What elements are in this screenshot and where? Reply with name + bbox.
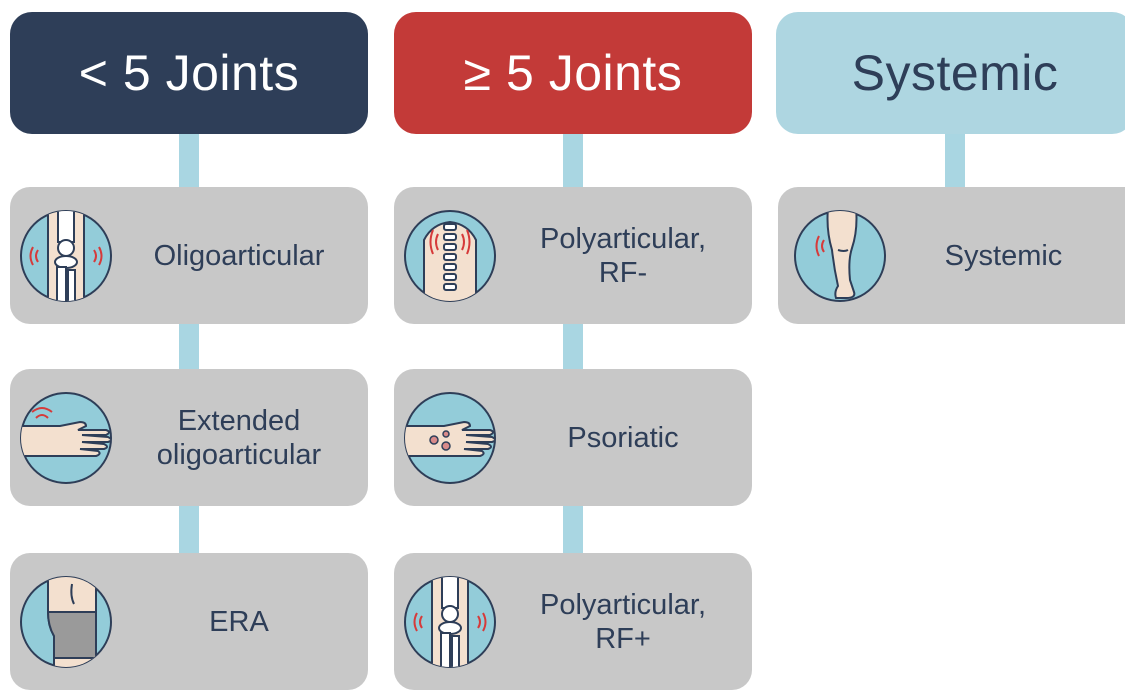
connector-col2-2: [563, 320, 583, 372]
knee-joint-icon: [20, 210, 112, 302]
connector-col1-3: [179, 502, 199, 558]
leg-icon: [794, 210, 886, 302]
hand-icon: [20, 392, 112, 484]
card-oligoarticular: Oligoarticular: [10, 187, 368, 324]
card-systemic: Systemic: [778, 187, 1125, 324]
header-systemic: Systemic: [776, 12, 1125, 134]
card-psoriatic: Psoriatic: [394, 369, 752, 506]
card-era: ERA: [10, 553, 368, 690]
card-label: Polyarticular,RF-: [502, 187, 744, 324]
spine-icon: [404, 210, 496, 302]
connector-col1-2: [179, 320, 199, 372]
connector-col2-1: [563, 130, 583, 192]
header-label: ≥ 5 Joints: [464, 44, 683, 102]
card-label: Oligoarticular: [118, 187, 360, 324]
card-polyarticular-rf-neg: Polyarticular,RF-: [394, 187, 752, 324]
header-label: < 5 Joints: [79, 44, 299, 102]
card-polyarticular-rf-pos: Polyarticular,RF+: [394, 553, 752, 690]
card-label: Polyarticular,RF+: [502, 553, 744, 690]
hip-brace-icon: [20, 576, 112, 668]
connector-col3-1: [945, 130, 965, 192]
header-ge-5-joints: ≥ 5 Joints: [394, 12, 752, 134]
connector-col1-1: [179, 130, 199, 192]
header-label: Systemic: [852, 44, 1059, 102]
card-label: Psoriatic: [502, 369, 744, 506]
card-label: ERA: [118, 553, 360, 690]
card-label: Systemic: [890, 187, 1117, 324]
connector-col2-3: [563, 502, 583, 558]
knee-joint-icon: [404, 576, 496, 668]
psoriatic-hand-icon: [404, 392, 496, 484]
header-lt-5-joints: < 5 Joints: [10, 12, 368, 134]
